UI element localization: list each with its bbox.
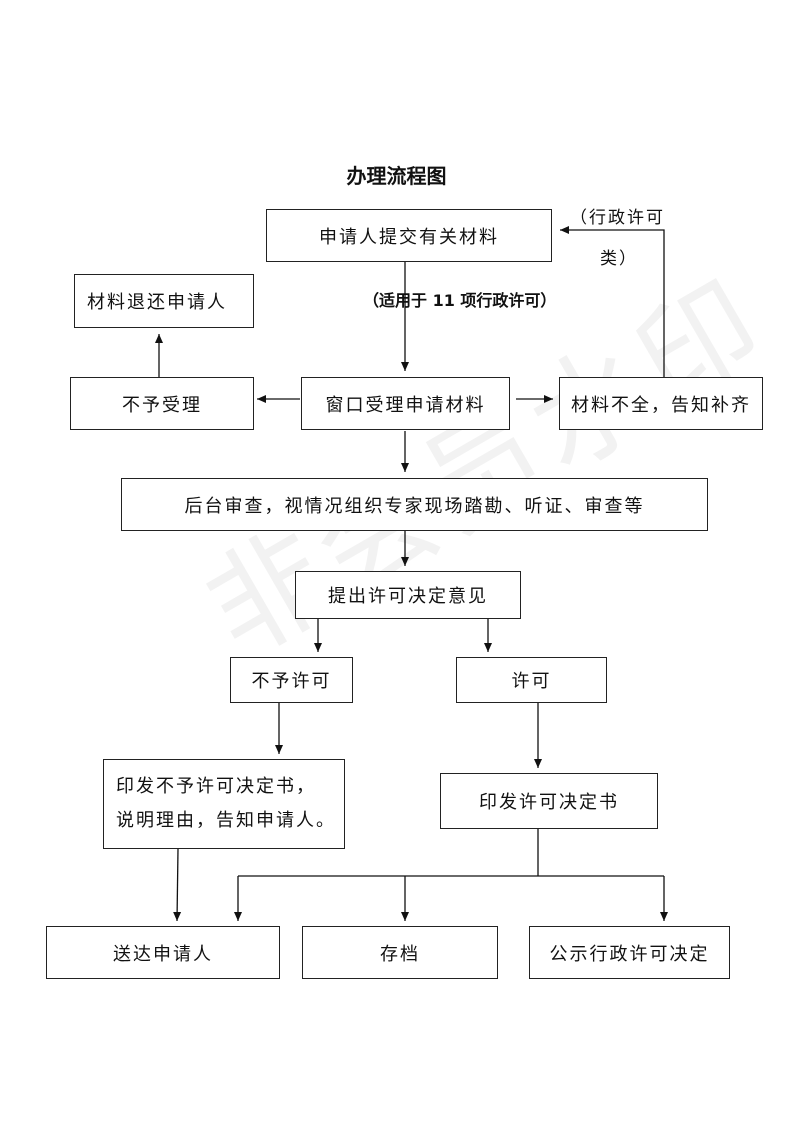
node-issue-deny-decision: 印发不予许可决定书， 说明理由，告知申请人。 <box>103 759 345 849</box>
note-scope: （适用于 11 项行政许可） <box>363 291 557 310</box>
note-admin-class-2: 类） <box>600 249 638 269</box>
node-window-accept: 窗口受理申请材料 <box>301 377 510 430</box>
note-admin-class-1: （行政许可 <box>570 208 665 228</box>
node-incomplete-materials: 材料不全，告知补齐 <box>559 377 763 430</box>
node-archive: 存档 <box>302 926 498 979</box>
node-deny: 不予许可 <box>230 657 353 703</box>
node-publicize-decision: 公示行政许可决定 <box>529 926 730 979</box>
issue-deny-line1: 印发不予许可决定书， <box>116 776 316 797</box>
node-reject: 不予受理 <box>70 377 254 430</box>
node-issue-permit-decision: 印发许可决定书 <box>440 773 658 829</box>
node-propose-decision: 提出许可决定意见 <box>295 571 521 619</box>
node-backend-review: 后台审查，视情况组织专家现场踏勘、听证、审查等 <box>121 478 708 531</box>
node-submit-materials: 申请人提交有关材料 <box>266 209 552 262</box>
node-deliver-applicant: 送达申请人 <box>46 926 280 979</box>
node-return-materials: 材料退还申请人 <box>74 274 254 328</box>
issue-deny-line2: 说明理由，告知申请人。 <box>116 810 336 831</box>
node-permit: 许可 <box>456 657 607 703</box>
page-title: 办理流程图 <box>346 164 447 188</box>
